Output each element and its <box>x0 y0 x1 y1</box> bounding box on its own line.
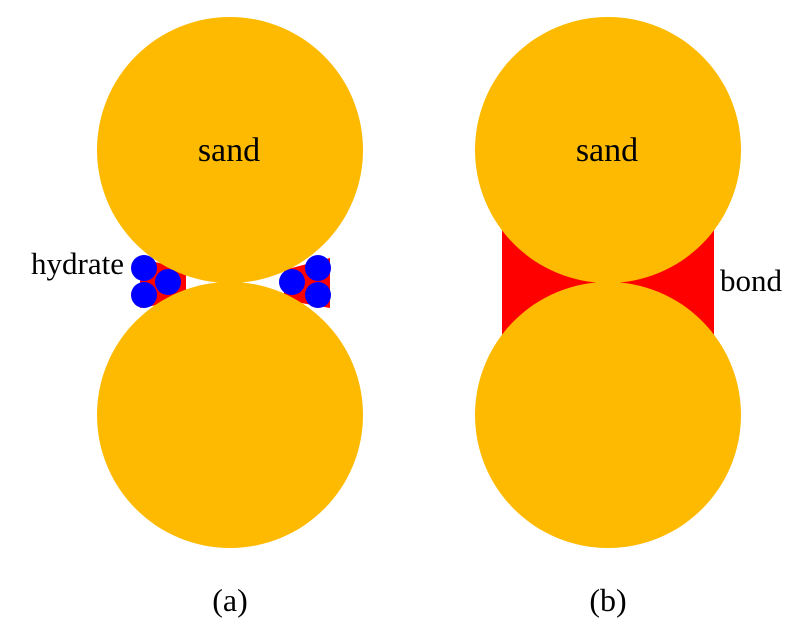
caption-b: (b) <box>589 582 626 618</box>
panel-b: sand bond (b) <box>475 17 783 618</box>
hydrate-particle <box>305 255 331 281</box>
hydrate-particle <box>305 282 331 308</box>
hydrate-cluster-left <box>131 255 181 308</box>
hydrate-particle <box>279 269 305 295</box>
sand-grain-a-top <box>97 17 363 283</box>
hydrate-particle <box>155 269 181 295</box>
hydrate-particle <box>131 255 157 281</box>
panel-a: sand hydrate (a) <box>31 17 363 618</box>
hydrate-cluster-right <box>279 255 331 308</box>
caption-a: (a) <box>212 582 248 618</box>
hydrate-label: hydrate <box>31 246 124 281</box>
sand-label-a: sand <box>198 132 260 169</box>
sand-grain-b-bottom <box>475 282 741 548</box>
sand-grain-a-bottom <box>97 282 363 548</box>
bond-label: bond <box>720 263 783 298</box>
sand-grain-b-top <box>475 17 741 283</box>
hydrate-particle <box>131 282 157 308</box>
sand-label-b: sand <box>576 132 638 169</box>
